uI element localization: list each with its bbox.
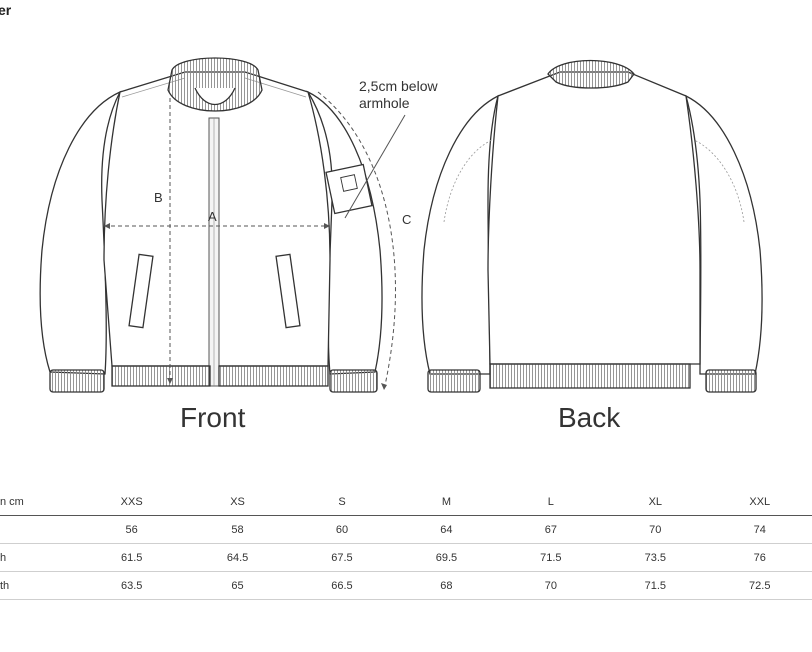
front-waistband-left <box>111 365 211 387</box>
size-chart-table: n cm XXS XS S M L XL XXL 56 58 60 64 67 … <box>0 488 812 600</box>
table-cell: 56 <box>78 515 186 544</box>
size-column-header: XS <box>185 488 290 516</box>
front-waistband-right <box>218 365 329 387</box>
back-left-sleeve <box>421 94 500 375</box>
page-title: er <box>0 2 12 18</box>
table-cell: 65 <box>185 571 290 600</box>
back-left-cuff <box>427 369 481 393</box>
table-cell: 72.5 <box>707 571 812 600</box>
table-cell: 61.5 <box>78 543 186 572</box>
front-right-pocket <box>275 253 301 329</box>
size-column-header: XXS <box>78 488 186 516</box>
size-column-header: XL <box>603 488 708 516</box>
back-label: Back <box>558 402 621 433</box>
size-header-row: n cm XXS XS S M L XL XXL <box>0 488 812 516</box>
measurement-lines <box>104 91 406 391</box>
jacket-technical-drawing <box>39 57 763 393</box>
table-cell: 60 <box>289 515 395 544</box>
front-right-cuff <box>329 369 378 393</box>
table-cell: 70 <box>603 515 708 544</box>
armhole-note-line2: armhole <box>359 95 410 111</box>
table-cell: 67.5 <box>289 543 395 572</box>
table-row: h 61.5 64.5 67.5 69.5 71.5 73.5 76 <box>0 543 812 572</box>
table-cell: 64.5 <box>185 543 290 572</box>
dimension-label-c: C <box>402 212 412 227</box>
dimension-label-b: B <box>154 190 163 205</box>
table-cell: 70 <box>498 571 604 600</box>
table-cell: 58 <box>185 515 290 544</box>
front-left-pocket <box>128 253 154 329</box>
unit-label: n cm <box>0 488 78 516</box>
dimension-label-a: A <box>208 209 217 224</box>
size-column-header: S <box>289 488 395 516</box>
front-collar <box>167 57 263 112</box>
back-view-drawing <box>421 59 763 393</box>
table-cell: 73.5 <box>603 543 708 572</box>
front-label: Front <box>180 402 246 433</box>
dimension-line-c <box>317 91 396 391</box>
table-cell: 68 <box>394 571 499 600</box>
row-label: h <box>0 543 78 572</box>
table-cell: 69.5 <box>394 543 499 572</box>
armhole-note-line1: 2,5cm below <box>359 78 438 94</box>
back-right-cuff <box>705 369 757 393</box>
table-row: th 63.5 65 66.5 68 70 71.5 72.5 <box>0 571 812 600</box>
table-cell: 66.5 <box>289 571 395 600</box>
size-column-header: XXL <box>707 488 812 516</box>
armhole-note: 2,5cm below armhole <box>359 78 438 112</box>
row-label: th <box>0 571 78 600</box>
table-cell: 76 <box>707 543 812 572</box>
back-collar <box>547 59 635 89</box>
note-leader-line <box>344 114 406 219</box>
front-view-drawing <box>39 57 383 393</box>
size-column-header: L <box>498 488 604 516</box>
front-left-cuff <box>49 369 105 393</box>
table-row: 56 58 60 64 67 70 74 <box>0 515 812 544</box>
table-cell: 64 <box>394 515 499 544</box>
table-cell: 74 <box>707 515 812 544</box>
back-waistband <box>489 363 691 389</box>
table-cell: 67 <box>498 515 604 544</box>
size-column-header: M <box>394 488 499 516</box>
back-body <box>487 71 701 365</box>
table-cell: 71.5 <box>498 543 604 572</box>
row-label <box>0 515 78 544</box>
table-cell: 63.5 <box>78 571 186 600</box>
table-cell: 71.5 <box>603 571 708 600</box>
